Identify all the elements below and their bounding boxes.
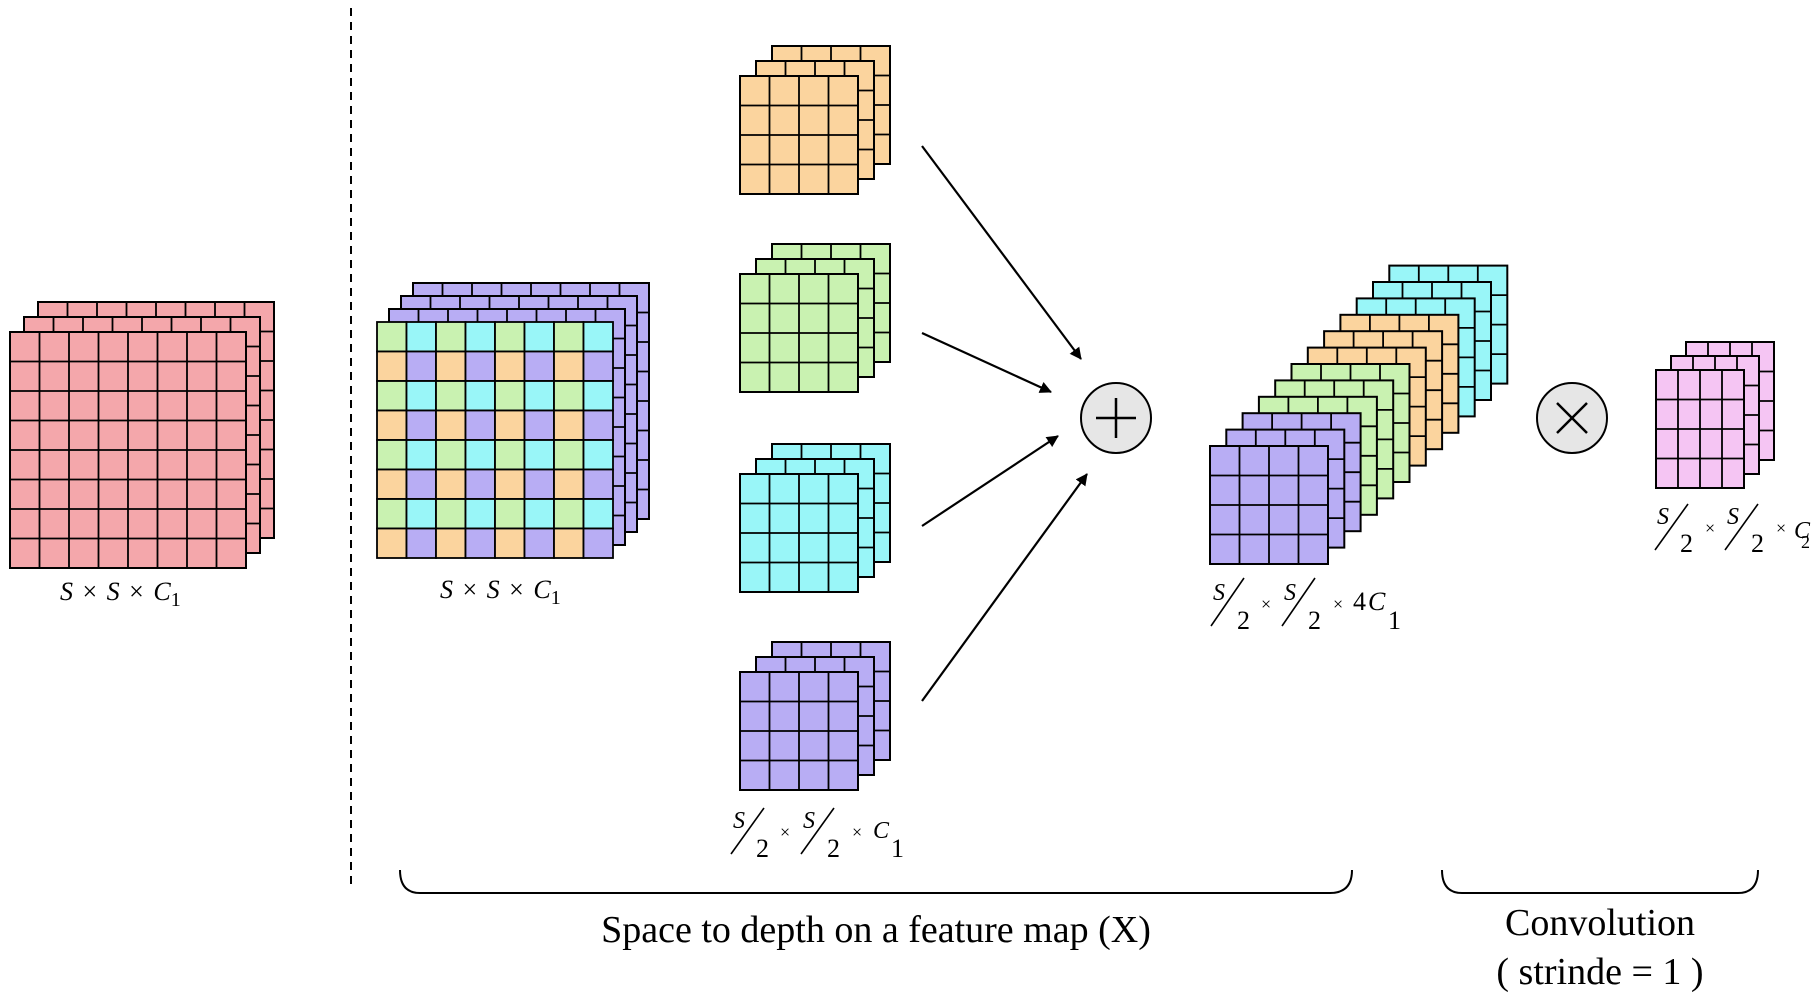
cube-input-layer-0: [9, 331, 247, 569]
svg-text:1: 1: [891, 834, 904, 863]
spd-dims-label: S × S × C1: [440, 575, 561, 609]
svg-text:×: ×: [1261, 594, 1271, 614]
svg-text:C: C: [1794, 518, 1811, 544]
bracket-convolution-stride-label: ( strinde = 1 ): [1496, 951, 1703, 993]
output-dims-label: S 2 × S 2 × C 2: [1654, 503, 1811, 558]
svg-text:×: ×: [1333, 594, 1343, 614]
concat-dims-label: S 2 × S 2 × 4 C 1: [1210, 577, 1401, 635]
cube-cyan-layer-0: [739, 473, 859, 593]
svg-text:×: ×: [1705, 518, 1715, 538]
concatenated-feature-map: [1209, 264, 1509, 565]
bracket-convolution: [1441, 869, 1759, 894]
svg-text:S: S: [1213, 580, 1225, 606]
svg-text:2: 2: [1751, 529, 1764, 558]
arrow-green-to-add: [921, 331, 1052, 394]
arrow-orange-to-add: [921, 145, 1082, 360]
svg-text:S: S: [1657, 504, 1669, 530]
cube-purple-layer-0: [739, 671, 859, 791]
slice-orange: [739, 45, 891, 195]
svg-text:2: 2: [1237, 606, 1250, 635]
svg-text:C: C: [1368, 587, 1386, 616]
cube-orange-layer-0: [739, 75, 859, 195]
svg-text:S: S: [1284, 580, 1296, 606]
interleaved-feature-map: [376, 282, 650, 559]
svg-text:S: S: [733, 808, 745, 834]
svg-text:S: S: [803, 808, 815, 834]
cube-concat-layer-0: [1209, 445, 1329, 565]
multiply-operator: [1536, 382, 1608, 454]
add-operator: [1080, 382, 1152, 454]
bracket-convolution-label: Convolution: [1505, 902, 1695, 944]
svg-text:1: 1: [1388, 606, 1401, 635]
svg-text:2: 2: [756, 834, 769, 863]
input-dims-label: S × S × C1: [60, 577, 181, 611]
output-feature-map: [1655, 341, 1775, 489]
bracket-space-to-depth: [399, 869, 1353, 894]
cube-green-layer-0: [739, 273, 859, 393]
arrow-purple-to-add: [921, 473, 1088, 702]
slice-cyan: [739, 443, 891, 593]
bracket-space-to-depth-label: Space to depth on a feature map (X): [601, 909, 1151, 951]
svg-text:2: 2: [1801, 532, 1810, 552]
svg-text:C: C: [873, 818, 890, 844]
svg-text:4: 4: [1353, 587, 1366, 616]
input-feature-map: [9, 301, 275, 569]
svg-text:×: ×: [1776, 518, 1786, 538]
arrow-cyan-to-add: [921, 435, 1059, 527]
slice-dims-label: S 2 × S 2 × C 1: [730, 807, 904, 863]
svg-text:×: ×: [780, 822, 790, 842]
svg-text:×: ×: [852, 822, 862, 842]
slice-green: [739, 243, 891, 393]
svg-text:2: 2: [1308, 606, 1321, 635]
cube-output-layer-0: [1655, 369, 1745, 489]
svg-text:S: S: [1727, 504, 1739, 530]
svg-text:2: 2: [827, 834, 840, 863]
svg-text:2: 2: [1680, 529, 1693, 558]
cube-spd-front-checker: [376, 321, 614, 559]
slice-purple: [739, 641, 891, 791]
